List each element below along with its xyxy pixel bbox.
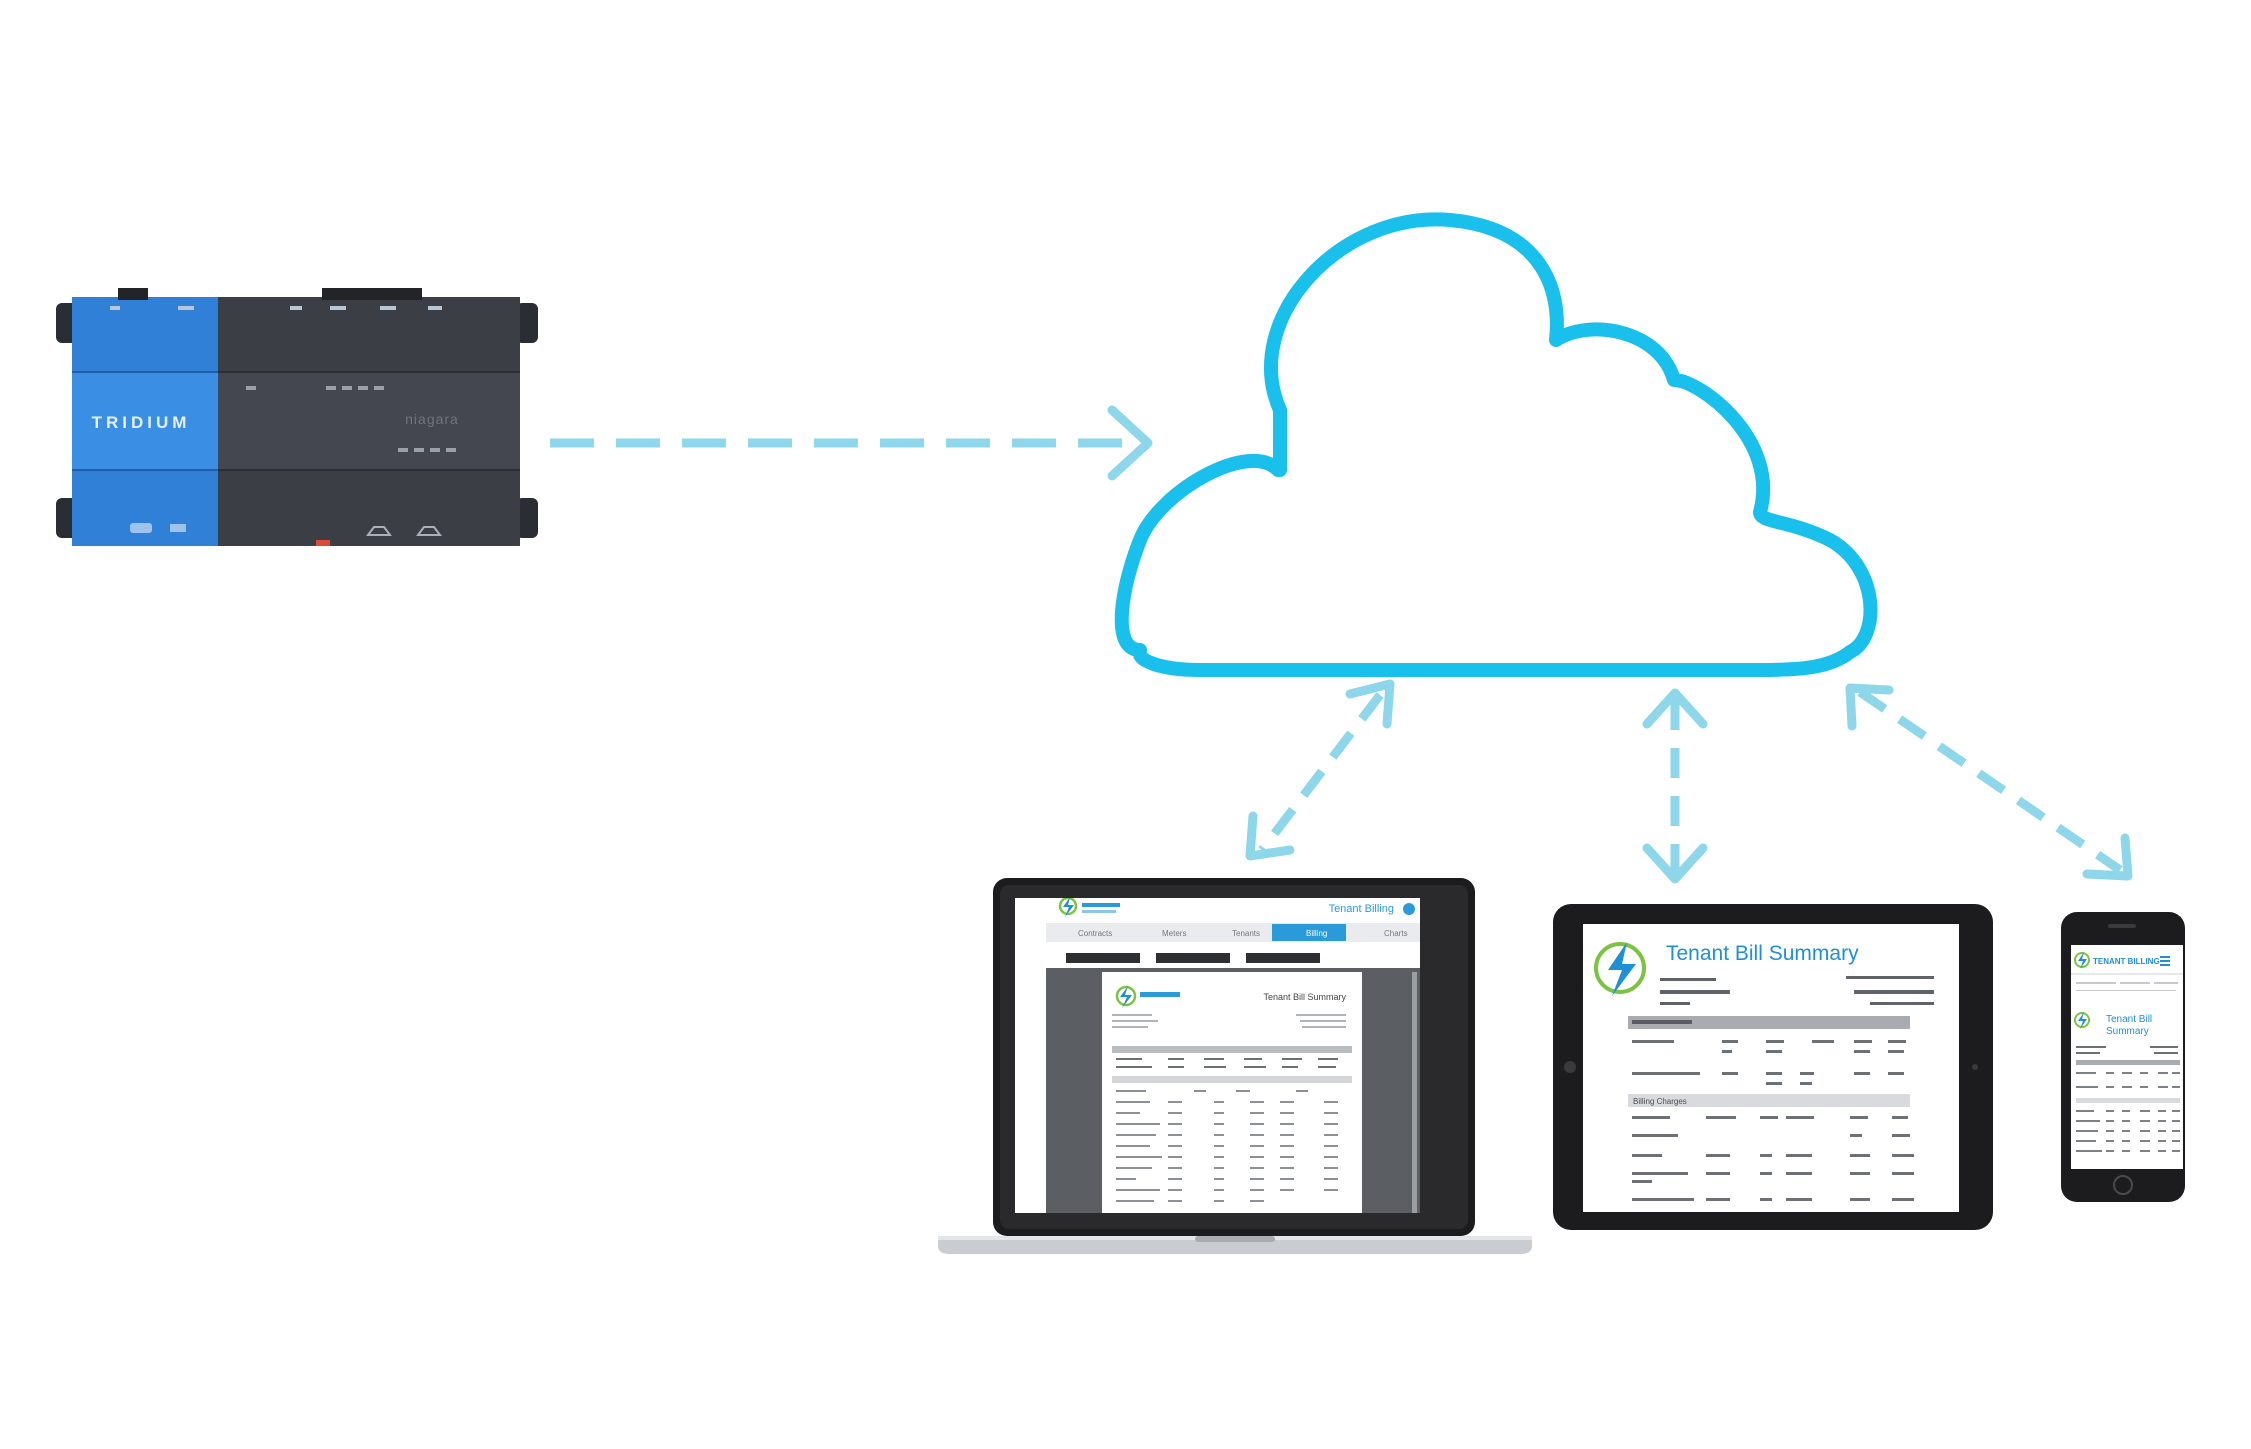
tablet-header-lines [1660,976,1934,1005]
section-header [1628,1016,1910,1029]
dashed-arrow [1845,683,2133,881]
tab-label: Contracts [1078,929,1112,938]
phone-title-line2: Summary [2106,1026,2149,1037]
menu-icon[interactable] [2160,956,2170,966]
section-header [1112,1046,1352,1053]
tab-tenants[interactable]: Tenants [1193,924,1265,941]
dashed-arrow [550,405,1153,481]
tablet-device: Tenant Bill Summary Billing Charges [1553,904,1993,1230]
controller-usb-port [130,523,152,533]
tab-label: Billing [1306,929,1327,938]
tablet-home-button[interactable] [1564,1061,1576,1073]
tablet-title: Tenant Bill Summary [1666,942,1859,965]
section-header [2076,1098,2180,1103]
tab-charts[interactable]: Charts [1347,924,1419,941]
doc-text-lines [1112,1014,1346,1028]
scrollbar[interactable] [1412,972,1417,1213]
user-icon[interactable] [1403,903,1415,915]
dashed-arrow [1245,679,1395,861]
tablet-summary-table [1632,1040,1906,1085]
app-header-title: Tenant Billing [1329,903,1394,915]
laptop-base [938,1236,1532,1254]
app-tabs: Contracts Meters Tenants Billing Charts [1047,924,1419,941]
billing-charges-header [1628,1094,1910,1107]
lightning-logo [1115,985,1137,1008]
filter-dropdowns[interactable] [1066,953,1320,963]
phone-screen [2071,945,2183,1169]
lightning-logo [1594,942,1646,996]
tab-label: Charts [1384,929,1408,938]
phone-table-rows [2076,1072,2180,1088]
cloud-icon [1114,212,1878,677]
tab-contracts[interactable]: Contracts [1047,924,1119,941]
phone-home-button[interactable] [2113,1175,2133,1195]
tab-meters[interactable]: Meters [1120,924,1192,941]
phone-device: TENANT BILLING Tenant Bill Summary [2061,912,2185,1202]
tab-label: Tenants [1232,929,1260,938]
section-header [1112,1076,1352,1083]
phone-charge-rows [2076,1110,2180,1152]
lightning-logo [2074,952,2090,969]
phone-title-line1: Tenant Bill [2106,1014,2152,1025]
doc-summary-row [1116,1058,1338,1068]
tab-label: Meters [1162,929,1186,938]
section-label: Billing Charges [1633,1097,1687,1106]
controller-leds [246,386,456,452]
doc-table-rows [1116,1090,1338,1202]
phone-nav-lines [2076,982,2178,991]
section-header [2076,1060,2180,1065]
controller-brand: TRIDIUM [92,413,191,432]
controller-port-labels [110,306,442,310]
lightning-logo [1058,898,1078,917]
tablet-charges-table [1632,1116,1914,1201]
doc-title: Tenant Bill Summary [1263,992,1346,1002]
tablet-screen [1583,924,1959,1212]
laptop-device: Tenant Billing Contracts Meters Tenants [938,878,1532,1254]
lightning-logo [2074,1012,2090,1029]
phone-header-title: TENANT BILLING [2093,957,2160,966]
niagara-controller: TRIDIUM niagara [56,288,538,546]
controller-terminals [118,288,422,300]
controller-model: niagara [405,411,459,427]
controller-ethernet-ports [366,526,442,536]
dashed-arrow [1642,688,1708,884]
bill-document [1102,972,1362,1213]
connectors [550,405,2133,884]
tab-billing[interactable]: Billing [1272,924,1346,941]
phone-doc-lines [2076,1046,2178,1054]
